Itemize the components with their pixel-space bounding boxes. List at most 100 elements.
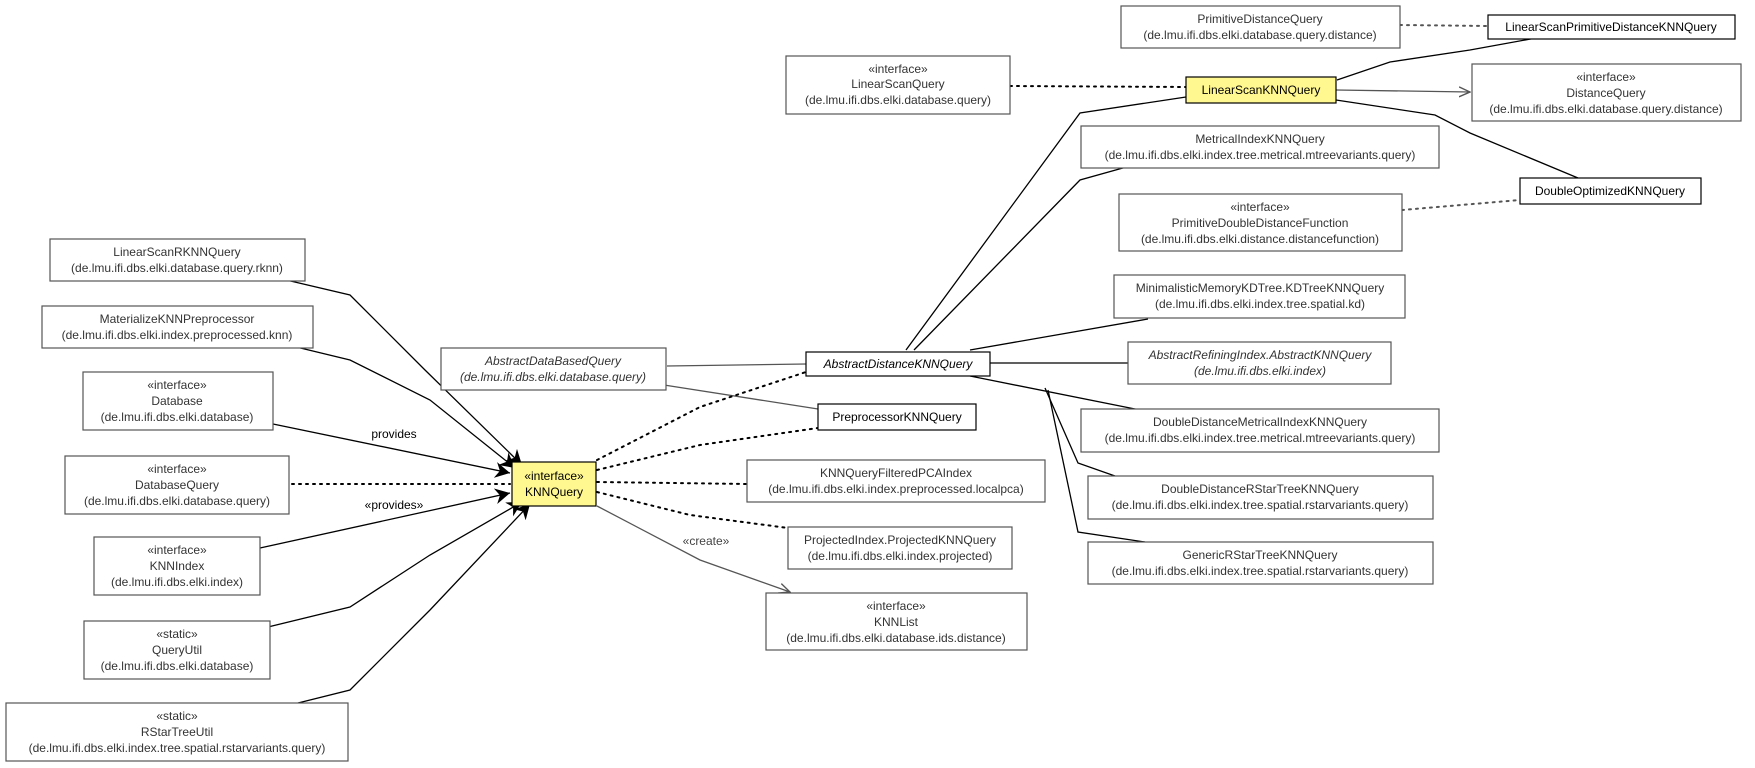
node-primitive-distance-query[interactable]: PrimitiveDistanceQuery (de.lmu.ifi.dbs.e… (1120, 5, 1401, 49)
node-knn-index[interactable]: «interface» KNNIndex (de.lmu.ifi.dbs.elk… (93, 536, 261, 596)
svg-text:LinearScanKNNQuery: LinearScanKNNQuery (1202, 83, 1321, 97)
edge-lsknn-distquery (1335, 90, 1470, 92)
node-database[interactable]: «interface» Database (de.lmu.ifi.dbs.elk… (82, 371, 274, 431)
svg-text:(de.lmu.ifi.dbs.elki.index.pro: (de.lmu.ifi.dbs.elki.index.projected) (808, 549, 993, 563)
svg-text:(de.lmu.ifi.dbs.elki.index): (de.lmu.ifi.dbs.elki.index) (111, 575, 243, 589)
svg-text:PreprocessorKNNQuery: PreprocessorKNNQuery (832, 410, 961, 424)
svg-text:DoubleDistanceRStarTreeKNNQuer: DoubleDistanceRStarTreeKNNQuery (1161, 482, 1359, 496)
edge-absdist-lsknn (905, 96, 1187, 351)
svg-text:QueryUtil: QueryUtil (152, 643, 202, 657)
edge-absdist-metrical (913, 165, 1131, 351)
edge-knnquery-preknn (596, 427, 819, 471)
node-double-distance-rstar-tree-knn-query[interactable]: DoubleDistanceRStarTreeKNNQuery (de.lmu.… (1087, 475, 1434, 520)
node-knn-query-filtered-pca-index[interactable]: KNNQueryFilteredPCAIndex (de.lmu.ifi.dbs… (746, 459, 1046, 503)
svg-text:(de.lmu.ifi.dbs.elki.database.: (de.lmu.ifi.dbs.elki.database.ids.distan… (786, 631, 1005, 645)
edge-knnquery-projknn (596, 491, 789, 529)
edge-knnquery-absdist (596, 371, 807, 461)
svg-text:(de.lmu.ifi.dbs.elki.index.pre: (de.lmu.ifi.dbs.elki.index.preprocessed.… (768, 482, 1023, 496)
svg-text:(de.lmu.ifi.dbs.elki.database): (de.lmu.ifi.dbs.elki.database) (101, 410, 254, 424)
svg-text:LinearScanPrimitiveDistanceKNN: LinearScanPrimitiveDistanceKNNQuery (1505, 20, 1716, 34)
svg-text:(de.lmu.ifi.dbs.elki.index.tre: (de.lmu.ifi.dbs.elki.index.tree.spatial.… (1112, 564, 1409, 578)
svg-text:LinearScanRKNNQuery: LinearScanRKNNQuery (113, 245, 240, 259)
svg-text:(de.lmu.ifi.dbs.elki.database.: (de.lmu.ifi.dbs.elki.database.query) (805, 93, 991, 107)
svg-text:DoubleDistanceMetricalIndexKNN: DoubleDistanceMetricalIndexKNNQuery (1153, 415, 1367, 429)
node-knn-list[interactable]: «interface» KNNList (de.lmu.ifi.dbs.elki… (765, 592, 1028, 651)
svg-text:«interface»: «interface» (1576, 70, 1636, 84)
edge-lsprimknn-lsknn (1336, 37, 1537, 81)
edge-primdistquery-lsprimknn (1399, 24, 1489, 27)
svg-text:DatabaseQuery: DatabaseQuery (135, 478, 219, 492)
edge-matknn-knnquery (287, 344, 516, 469)
svg-text:(de.lmu.ifi.dbs.elki.database): (de.lmu.ifi.dbs.elki.database) (101, 659, 254, 673)
node-generic-rstar-tree-knn-query[interactable]: GenericRStarTreeKNNQuery (de.lmu.ifi.dbs… (1087, 541, 1434, 585)
svg-text:ProjectedIndex.ProjectedKNNQue: ProjectedIndex.ProjectedKNNQuery (804, 533, 996, 547)
svg-text:(de.lmu.ifi.dbs.elki.database.: (de.lmu.ifi.dbs.elki.database.query.dist… (1489, 102, 1722, 116)
node-preprocessor-knn-query[interactable]: PreprocessorKNNQuery (817, 403, 977, 431)
svg-text:MinimalisticMemoryKDTree.KDTre: MinimalisticMemoryKDTree.KDTreeKNNQuery (1136, 281, 1384, 295)
edge-label-create: «create» (683, 534, 730, 548)
node-linear-scan-knn-query[interactable]: LinearScanKNNQuery (1185, 76, 1337, 104)
edges (259, 24, 1579, 704)
svg-text:(de.lmu.ifi.dbs.elki.distance.: (de.lmu.ifi.dbs.elki.distance.distancefu… (1141, 232, 1379, 246)
svg-text:KNNIndex: KNNIndex (150, 559, 205, 573)
edge-absdist-ddrstar (1044, 387, 1116, 477)
node-linear-scan-primitive-distance-knn-query[interactable]: LinearScanPrimitiveDistanceKNNQuery (1487, 14, 1736, 40)
node-linear-scan-query[interactable]: «interface» LinearScanQuery (de.lmu.ifi.… (785, 55, 1011, 115)
svg-text:(de.lmu.ifi.dbs.elki.database.: (de.lmu.ifi.dbs.elki.database.query) (460, 370, 646, 384)
svg-text:Database: Database (151, 394, 203, 408)
node-primitive-double-distance-function[interactable]: «interface» PrimitiveDoubleDistanceFunct… (1118, 193, 1403, 252)
edge-absdist-ddmetrical (969, 375, 1141, 411)
svg-text:DistanceQuery: DistanceQuery (1566, 86, 1645, 100)
node-materialize-knn-preprocessor[interactable]: MaterializeKNNPreprocessor (de.lmu.ifi.d… (41, 305, 314, 349)
node-database-query[interactable]: «interface» DatabaseQuery (de.lmu.ifi.db… (64, 455, 290, 515)
svg-text:(de.lmu.ifi.dbs.elki.database.: (de.lmu.ifi.dbs.elki.database.query.rknn… (71, 261, 283, 275)
edge-absdata-absdist (666, 363, 807, 367)
edge-database-knnquery (272, 423, 511, 478)
svg-text:AbstractDistanceKNNQuery: AbstractDistanceKNNQuery (823, 357, 974, 371)
node-query-util[interactable]: «static» QueryUtil (de.lmu.ifi.dbs.elki.… (83, 620, 271, 680)
svg-text:(de.lmu.ifi.dbs.elki.index.tre: (de.lmu.ifi.dbs.elki.index.tree.metrical… (1105, 431, 1416, 445)
svg-text:KNNList: KNNList (874, 615, 919, 629)
svg-text:AbstractRefiningIndex.Abstract: AbstractRefiningIndex.AbstractKNNQuery (1148, 348, 1373, 362)
node-projected-knn-query[interactable]: ProjectedIndex.ProjectedKNNQuery (de.lmu… (787, 526, 1013, 570)
edge-lsrknn-knnquery (281, 278, 523, 466)
svg-text:AbstractDataBasedQuery: AbstractDataBasedQuery (484, 354, 622, 368)
node-abstract-data-based-query[interactable]: AbstractDataBasedQuery (de.lmu.ifi.dbs.e… (440, 347, 667, 391)
edge-absdist-genericrstar (1047, 389, 1146, 543)
node-abstract-refining-knn-query[interactable]: AbstractRefiningIndex.AbstractKNNQuery (… (1127, 341, 1392, 385)
nodes: PrimitiveDistanceQuery (de.lmu.ifi.dbs.e… (5, 5, 1742, 762)
edge-absdata-preknn (663, 384, 819, 410)
node-kdtree-knn-query[interactable]: MinimalisticMemoryKDTree.KDTreeKNNQuery … (1113, 274, 1406, 319)
svg-text:RStarTreeUtil: RStarTreeUtil (141, 725, 213, 739)
svg-text:PrimitiveDistanceQuery: PrimitiveDistanceQuery (1197, 12, 1322, 26)
node-knn-query[interactable]: «interface» KNNQuery (511, 461, 597, 507)
svg-text:«interface»: «interface» (1230, 200, 1290, 214)
svg-text:MetricalIndexKNNQuery: MetricalIndexKNNQuery (1195, 132, 1324, 146)
edge-label-provides: provides (371, 427, 416, 441)
svg-text:«static»: «static» (156, 709, 198, 723)
node-double-optimized-knn-query[interactable]: DoubleOptimizedKNNQuery (1519, 177, 1702, 205)
svg-text:GenericRStarTreeKNNQuery: GenericRStarTreeKNNQuery (1183, 548, 1338, 562)
node-abstract-distance-knn-query[interactable]: AbstractDistanceKNNQuery (805, 351, 991, 377)
svg-text:«interface»: «interface» (147, 543, 207, 557)
svg-text:KNNQueryFilteredPCAIndex: KNNQueryFilteredPCAIndex (820, 466, 972, 480)
node-double-distance-metrical-index-knn-query[interactable]: DoubleDistanceMetricalIndexKNNQuery (de.… (1080, 408, 1440, 453)
node-rstar-tree-util[interactable]: «static» RStarTreeUtil (de.lmu.ifi.dbs.e… (5, 702, 349, 762)
node-linear-scan-rknn-query[interactable]: LinearScanRKNNQuery (de.lmu.ifi.dbs.elki… (49, 238, 306, 282)
svg-text:«interface»: «interface» (524, 469, 584, 483)
svg-text:(de.lmu.ifi.dbs.elki.index.tre: (de.lmu.ifi.dbs.elki.index.tree.spatial.… (1112, 498, 1409, 512)
svg-text:(de.lmu.ifi.dbs.elki.index.tre: (de.lmu.ifi.dbs.elki.index.tree.spatial.… (1155, 297, 1365, 311)
edge-absdist-kdtree (969, 318, 1149, 351)
node-metrical-index-knn-query[interactable]: MetricalIndexKNNQuery (de.lmu.ifi.dbs.el… (1080, 125, 1440, 169)
svg-text:«interface»: «interface» (868, 62, 928, 76)
svg-text:(de.lmu.ifi.dbs.elki.index.pre: (de.lmu.ifi.dbs.elki.index.preprocessed.… (62, 328, 293, 342)
svg-text:(de.lmu.ifi.dbs.elki.index): (de.lmu.ifi.dbs.elki.index) (1194, 364, 1326, 378)
edge-primdouble-doubleopt (1401, 199, 1521, 211)
svg-text:MaterializeKNNPreprocessor: MaterializeKNNPreprocessor (100, 312, 255, 326)
svg-text:«interface»: «interface» (147, 378, 207, 392)
edge-lsquery-lsknn (1009, 85, 1187, 88)
svg-text:(de.lmu.ifi.dbs.elki.database.: (de.lmu.ifi.dbs.elki.database.query) (84, 494, 270, 508)
node-distance-query[interactable]: «interface» DistanceQuery (de.lmu.ifi.db… (1471, 63, 1742, 122)
edge-label-provides-stereotype: «provides» (365, 498, 424, 512)
